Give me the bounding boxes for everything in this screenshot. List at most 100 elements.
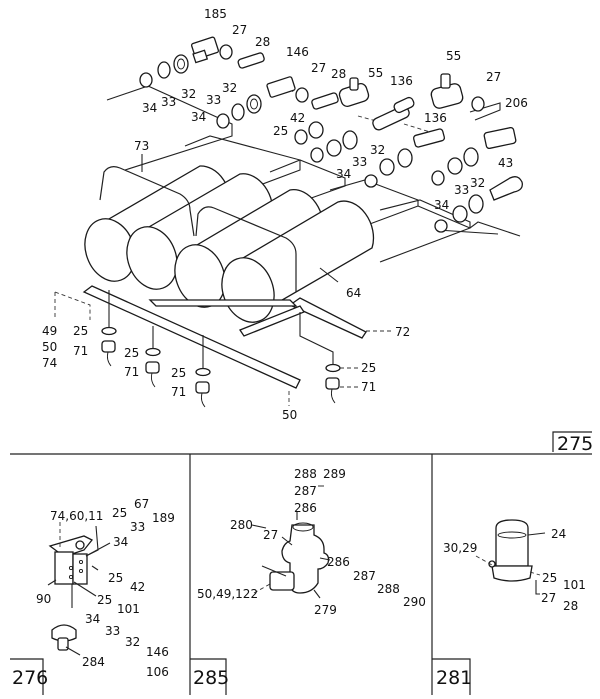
- label-74-60-11: 74,60,11: [50, 509, 103, 523]
- ring-32b: [246, 94, 262, 114]
- label-25: 25: [73, 324, 88, 338]
- label-71: 71: [171, 385, 186, 399]
- label-27: 27: [541, 591, 556, 605]
- label-136: 136: [424, 111, 447, 125]
- label-25: 25: [361, 361, 376, 375]
- label-25: 25: [171, 366, 186, 380]
- panel-285: 288 289 287 286 280 27 286 287 288 290 5…: [190, 467, 426, 695]
- label-72: 72: [395, 325, 410, 339]
- valve-body-90: [54, 551, 74, 585]
- label-32: 32: [181, 87, 196, 101]
- actuator: [269, 571, 295, 591]
- label-32: 32: [125, 635, 140, 649]
- label-25: 25: [97, 593, 112, 607]
- ring-32: [173, 54, 189, 74]
- label-33: 33: [352, 155, 367, 169]
- label-146: 146: [146, 645, 169, 659]
- air-tanks: [84, 165, 375, 323]
- panel-276: 74,60,11 25 67 33 189 34 25 42 90 25 101…: [10, 497, 175, 695]
- dryer-cartridge-24: [495, 519, 529, 567]
- label-189: 189: [152, 511, 175, 525]
- label-32: 32: [222, 81, 237, 95]
- section-box-275: 275: [552, 431, 593, 455]
- label-42: 42: [290, 111, 305, 125]
- label-71: 71: [124, 365, 139, 379]
- label-25: 25: [124, 346, 139, 360]
- washer-27c: [471, 96, 485, 112]
- label-286: 286: [294, 501, 317, 515]
- main-labels: 185 27 28 146 27 28 55 136 55 27 206 34 …: [42, 7, 528, 422]
- label-33: 33: [161, 95, 176, 109]
- label-206: 206: [505, 96, 528, 110]
- label-106: 106: [146, 665, 169, 679]
- label-25: 25: [112, 506, 127, 520]
- label-288: 288: [294, 467, 317, 481]
- label-280: 280: [230, 518, 253, 532]
- label-50: 50: [42, 340, 57, 354]
- label-286: 286: [327, 555, 350, 569]
- label-28: 28: [563, 599, 578, 613]
- label-64: 64: [346, 286, 361, 300]
- label-71: 71: [73, 344, 88, 358]
- label-33: 33: [206, 93, 221, 107]
- frame-rail-72: [288, 297, 367, 339]
- o-ring-34: [139, 72, 153, 88]
- label-279: 279: [314, 603, 337, 617]
- label-55: 55: [368, 66, 383, 80]
- strap-73: [99, 166, 195, 237]
- label-289: 289: [323, 467, 346, 481]
- label-34: 34: [434, 198, 449, 212]
- label-136: 136: [390, 74, 413, 88]
- section-number-275: 275: [557, 433, 593, 455]
- label-32: 32: [470, 176, 485, 190]
- ring-33b: [231, 103, 245, 121]
- label-287: 287: [294, 484, 317, 498]
- label-27: 27: [232, 23, 247, 37]
- label-27: 27: [263, 528, 278, 542]
- washer-27b: [295, 87, 309, 103]
- label-74: 74: [42, 356, 57, 370]
- label-32: 32: [370, 143, 385, 157]
- label-24: 24: [551, 527, 566, 541]
- washer-25: [294, 129, 308, 145]
- label-25: 25: [542, 571, 557, 585]
- label-33: 33: [130, 520, 145, 534]
- ring-33: [157, 61, 171, 79]
- section-number-276: 276: [12, 667, 48, 689]
- label-284: 284: [82, 655, 105, 669]
- panel-281: 24 30,29 25 101 27 28 281: [432, 519, 586, 695]
- dryer-base: [491, 565, 533, 582]
- label-34: 34: [85, 612, 100, 626]
- frame-rail-front: [82, 285, 301, 389]
- label-30-29: 30,29: [443, 541, 477, 555]
- label-73: 73: [134, 139, 149, 153]
- fitting-42: [308, 121, 324, 139]
- fittings-middle: [294, 121, 523, 233]
- label-34: 34: [142, 101, 157, 115]
- label-34: 34: [191, 110, 206, 124]
- label-34: 34: [336, 167, 351, 181]
- label-28: 28: [255, 35, 270, 49]
- tee-136b: [412, 128, 446, 148]
- filter-284: [51, 624, 77, 642]
- union-28b: [311, 92, 339, 110]
- union-28: [237, 52, 265, 69]
- label-33: 33: [105, 624, 120, 638]
- label-50: 50: [282, 408, 297, 422]
- label-28: 28: [331, 67, 346, 81]
- label-101: 101: [563, 578, 586, 592]
- label-90: 90: [36, 592, 51, 606]
- label-34: 34: [113, 535, 128, 549]
- tee-206: [483, 126, 517, 150]
- label-42: 42: [130, 580, 145, 594]
- label-290: 290: [403, 595, 426, 609]
- main-diagram-275: 185 27 28 146 27 28 55 136 55 27 206 34 …: [42, 7, 593, 455]
- label-146: 146: [286, 45, 309, 59]
- label-25: 25: [108, 571, 123, 585]
- label-49: 49: [42, 324, 57, 338]
- label-185: 185: [204, 7, 227, 21]
- drain-valves: [101, 290, 341, 408]
- label-101: 101: [117, 602, 140, 616]
- label-287: 287: [353, 569, 376, 583]
